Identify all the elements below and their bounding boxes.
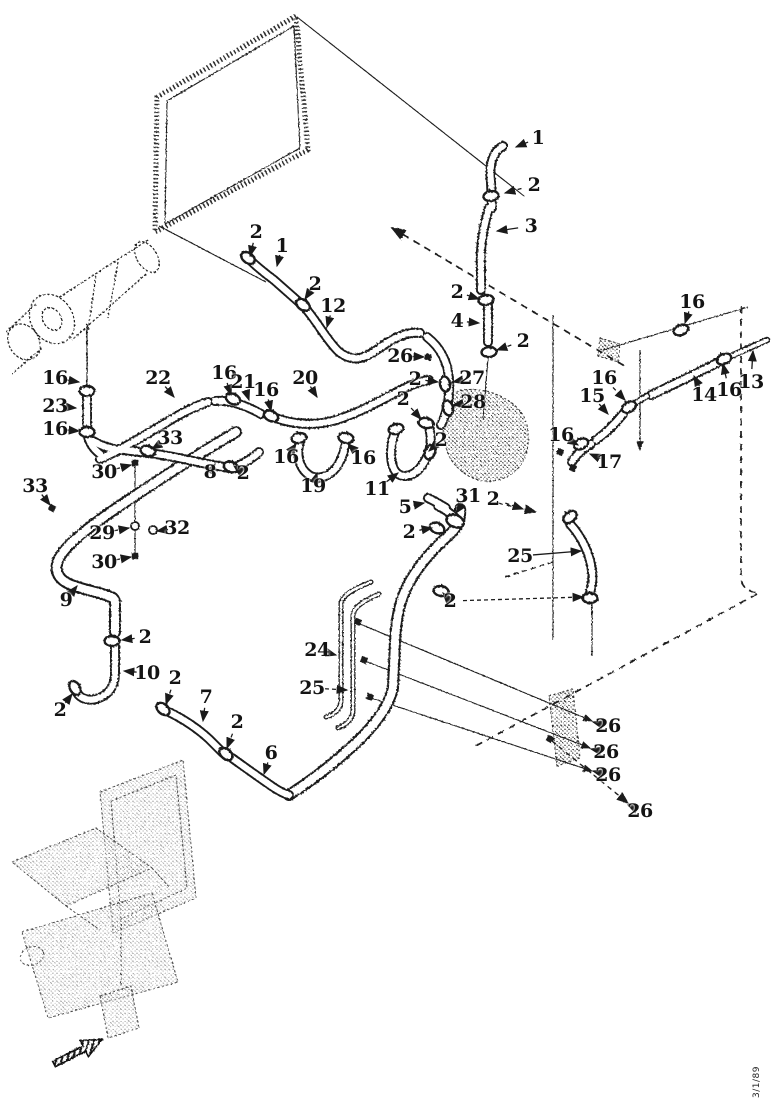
hose-network	[57, 146, 767, 795]
callout-leader-lines	[39, 138, 757, 814]
bolts	[47, 353, 578, 744]
mounting-bracket	[548, 688, 581, 767]
radiator-outline	[152, 11, 525, 283]
hose-clamps	[65, 186, 735, 764]
muffler-silhouette	[5, 239, 160, 394]
direction-arrow-icon	[51, 1038, 104, 1068]
drawing-date-note: 3/1/89	[752, 1066, 762, 1098]
engine-block-silhouette	[442, 337, 621, 482]
chassis-sketch	[11, 759, 197, 1039]
